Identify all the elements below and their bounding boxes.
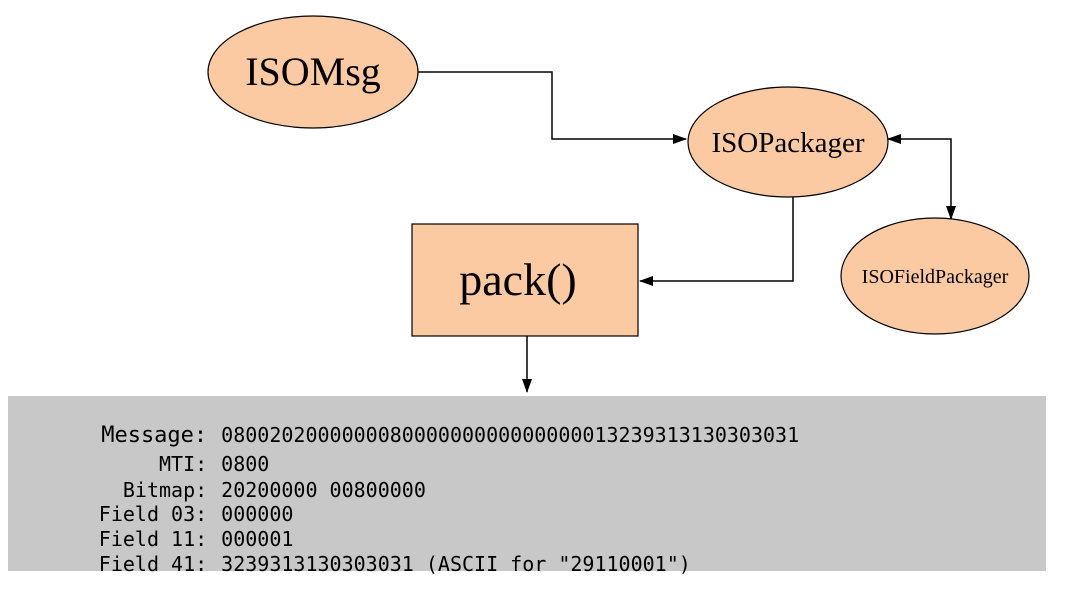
output-key: Field 11: bbox=[98, 527, 208, 551]
output-value: 000000 bbox=[221, 502, 294, 526]
isofieldpackager-ellipse bbox=[840, 217, 1030, 335]
output-line-bitmap: Bitmap: 20200000 00800000 bbox=[12, 457, 426, 523]
isomsg-node: ISOMsg bbox=[207, 15, 419, 129]
pack-box bbox=[411, 223, 639, 337]
edge-isomsg-to-isopackager bbox=[418, 71, 687, 144]
output-value: 20200000 00800000 bbox=[221, 478, 426, 502]
output-line-mti: MTI: 0800 bbox=[12, 431, 269, 497]
edge-isopackager-to-pack bbox=[639, 196, 794, 286]
output-panel: Message: 08002020000000800000000000000001… bbox=[8, 396, 1046, 575]
output-key: MTI: bbox=[159, 452, 208, 476]
output-line-message: Message: 08002020000000800000000000000001… bbox=[12, 402, 799, 469]
pack-label: pack() bbox=[459, 254, 576, 305]
isopackager-node: ISOPackager bbox=[687, 86, 889, 198]
output-value: 0800 bbox=[221, 452, 270, 476]
output-key: Bitmap: bbox=[122, 478, 208, 502]
output-value: 3239313130303031 (ASCII for "29110001") bbox=[221, 552, 691, 576]
output-value: 000001 bbox=[221, 527, 294, 551]
output-line-field-11: Field 11: 000001 bbox=[12, 506, 294, 572]
pack-node: pack() bbox=[411, 223, 639, 337]
isomsg-label: ISOMsg bbox=[245, 49, 381, 94]
isomsg-ellipse bbox=[207, 15, 419, 129]
isofieldpackager-label: ISOFieldPackager bbox=[862, 266, 1009, 288]
output-value: 0800202000000080000000000000000132393131… bbox=[221, 423, 800, 447]
edge-isopackager-to-isofieldpackager bbox=[887, 134, 956, 220]
isopackager-label: ISOPackager bbox=[711, 127, 864, 159]
isofieldpackager-node: ISOFieldPackager bbox=[840, 217, 1030, 335]
output-key: Field 41: bbox=[98, 552, 208, 576]
output-line-field-41: Field 41: 3239313130303031 (ASCII for "29… bbox=[12, 531, 691, 597]
output-line-field-03: Field 03: 000000 bbox=[12, 481, 294, 547]
isopackager-ellipse bbox=[687, 86, 889, 198]
output-key: Field 03: bbox=[98, 502, 208, 526]
diagram: ISOMsg ISOPackager ISOFieldPackager pack… bbox=[207, 15, 1030, 393]
output-key: Message: bbox=[101, 423, 208, 448]
